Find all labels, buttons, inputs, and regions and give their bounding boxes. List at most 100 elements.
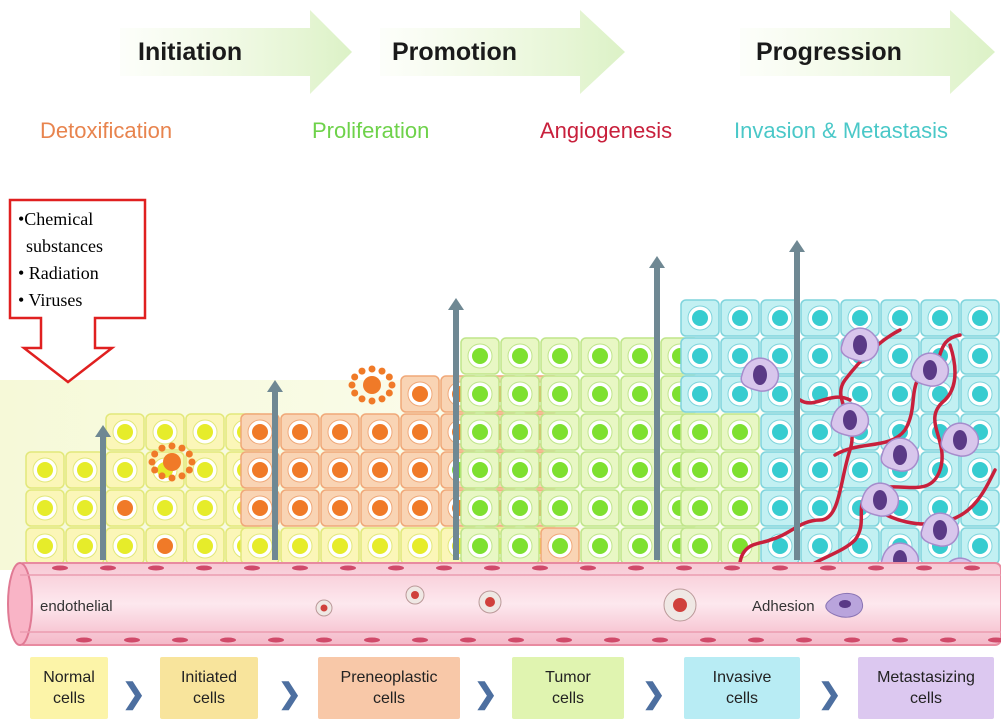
cell [460, 489, 500, 527]
cell [320, 451, 360, 489]
vessel-branch-3 [833, 333, 962, 457]
cell [760, 299, 800, 337]
process-invasion-metastasis: Invasion & Metastasis [734, 118, 948, 143]
cell [145, 489, 185, 527]
cell [185, 527, 225, 565]
process-detoxification: Detoxification [40, 118, 173, 143]
cell [540, 413, 580, 451]
cell [800, 375, 840, 413]
stage-arrow-promotion [380, 10, 625, 94]
endothelial-nucleus [844, 637, 860, 643]
endothelial-nucleus [292, 565, 308, 571]
endothelial-nucleus [436, 565, 452, 571]
endothelial-nucleus [508, 637, 524, 643]
cell [620, 489, 660, 527]
cell [680, 489, 720, 527]
vessel-branch-1 [737, 328, 902, 582]
adhesion-label: Adhesion [752, 598, 815, 615]
cell [500, 489, 540, 527]
stage-initiation: Initiation [138, 38, 243, 66]
cell [680, 299, 720, 337]
cell [580, 527, 620, 565]
metastasizing-cell [840, 327, 880, 362]
cell [680, 451, 720, 489]
cell [760, 527, 800, 565]
up-arrow-icon [789, 240, 805, 560]
cell [680, 527, 720, 565]
cell [360, 413, 400, 451]
up-arrow-icon [448, 298, 464, 560]
cell [320, 527, 360, 565]
endothelial-nucleus [220, 637, 236, 643]
endothelial-nucleus [916, 565, 932, 571]
cell [105, 527, 145, 565]
cell [800, 413, 840, 451]
cell [185, 413, 225, 451]
up-arrow-icon [267, 380, 283, 560]
cell [620, 375, 660, 413]
cell [960, 299, 1000, 337]
metastasizing-cell [830, 402, 870, 437]
vessel-opening [7, 562, 33, 646]
cell [360, 489, 400, 527]
apoptotic-cluster [148, 442, 196, 482]
cell [800, 451, 840, 489]
apoptotic-cluster [348, 365, 396, 405]
cell-stage-metastasizing: Metastasizing cells [858, 657, 994, 719]
endothelial-nucleus [628, 565, 644, 571]
endothelial-nucleus [868, 565, 884, 571]
cell [720, 413, 760, 451]
chevron-right-icon: ❯ [818, 678, 842, 709]
cell [760, 489, 800, 527]
cell [540, 451, 580, 489]
endothelial-nucleus [412, 637, 428, 643]
carcinogen-item-1: •Chemical [18, 209, 94, 229]
progression-arrows [95, 240, 805, 560]
cell [540, 527, 580, 565]
cell [760, 413, 800, 451]
endothelial-nucleus [316, 637, 332, 643]
endothelial-nucleus [388, 565, 404, 571]
cell [460, 375, 500, 413]
endothelial-nucleus [244, 565, 260, 571]
carcinogens-list: •Chemical substances • Radiation • Virus… [18, 206, 103, 314]
cell [620, 413, 660, 451]
stage-arrow-initiation [120, 10, 352, 94]
cell [680, 337, 720, 375]
cell [185, 489, 225, 527]
endothelial-nucleus [196, 565, 212, 571]
endothelial-nucleus [892, 637, 908, 643]
endothelial-nucleus [460, 637, 476, 643]
endothelial-nucleus [580, 565, 596, 571]
cell [500, 451, 540, 489]
cell [720, 299, 760, 337]
endothelial-cells [52, 565, 1001, 643]
chevron-right-icon: ❯ [278, 678, 302, 709]
cell [840, 451, 880, 489]
cell [105, 489, 145, 527]
cell-stage-invasive: Invasive cells [684, 657, 800, 719]
chevron-right-icon: ❯ [474, 678, 498, 709]
cell [280, 527, 320, 565]
carcinogen-item-2: • Radiation [18, 263, 99, 283]
cell [25, 527, 65, 565]
up-arrow-icon [649, 256, 665, 560]
cell [620, 451, 660, 489]
metastasizing-cell [860, 482, 900, 517]
circulating-cell-1 [315, 599, 333, 617]
cell [280, 489, 320, 527]
endothelial-nucleus [988, 637, 1001, 643]
endothelial-nucleus [652, 637, 668, 643]
endothelial-nucleus [796, 637, 812, 643]
circulating-cell-2 [405, 585, 425, 605]
endothelial-nucleus [52, 565, 68, 571]
endothelial-nucleus [964, 565, 980, 571]
endothelial-nucleus [820, 565, 836, 571]
carcinogen-item-1-cont: substances [26, 236, 103, 256]
cell [580, 451, 620, 489]
cell [880, 299, 920, 337]
cell [360, 451, 400, 489]
cell [280, 413, 320, 451]
cell [800, 337, 840, 375]
